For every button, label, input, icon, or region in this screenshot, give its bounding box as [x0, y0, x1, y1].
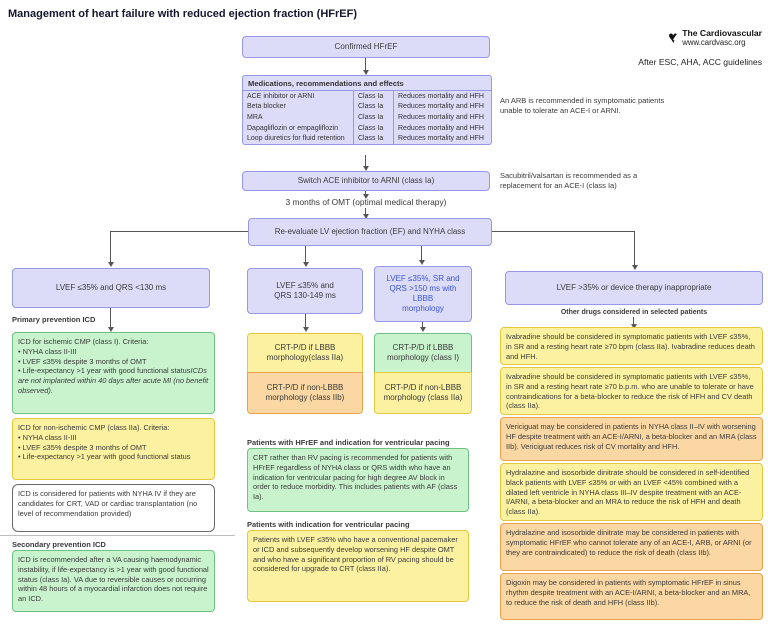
branch-lvef-gt35: LVEF >35% or device therapy inappropriat…	[505, 271, 763, 305]
drug-hydralazine-2: Hydralazine and isosorbide dinitrate may…	[500, 523, 763, 571]
brand-block: ♥ The Cardiovascular www.cardvasc.org	[668, 28, 762, 48]
arrow-to-branch1	[107, 231, 114, 267]
icd-ischemic-box: ICD for ischemic CMP (class I). Criteria…	[12, 332, 215, 414]
med-class: Class Ia	[353, 91, 393, 102]
icd-ischemic-note: ICDs are not implanted within 40 days af…	[18, 366, 209, 395]
med-effect: Reduces mortality and HFH	[393, 101, 491, 113]
med-name: Beta blocker	[247, 103, 286, 111]
sacubitril-note: Sacubitril/valsartan is recommended as a…	[500, 171, 638, 191]
arb-note: An ARB is recommended in symptomatic pat…	[500, 96, 665, 116]
drug-ivabradine-1: Ivabradine should be considered in sympt…	[500, 327, 763, 365]
page-title: Management of heart failure with reduced…	[8, 8, 357, 20]
node-reevaluate: Re-evaluate LV ejection fraction (EF) an…	[248, 218, 492, 246]
arrow-branch1-to-icd	[107, 308, 114, 332]
arrow-branch2-to-crt	[302, 314, 309, 332]
medications-table-body: ACE inhibitor or ARNI Class Ia Reduces m…	[243, 91, 491, 144]
crt-lbbb-i: CRT-P/D if LBBB morphology (class I)	[374, 333, 472, 373]
med-effect: Reduces mortality and HFH	[393, 133, 491, 144]
med-class: Class Ia	[353, 101, 393, 113]
drug-digoxin: Digoxin may be considered in patients wi…	[500, 573, 763, 620]
crt-lbbb-iia: CRT-P/D if LBBB morphology(class IIa)	[247, 333, 363, 373]
connector-right	[492, 231, 634, 232]
drug-ivabradine-2: Ivabradine should be considered in sympt…	[500, 367, 763, 415]
med-name: Loop diuretics for fluid retention	[247, 135, 345, 143]
node-confirmed-hfref: Confirmed HFrEF	[242, 36, 490, 58]
medications-table-header: Medications, recommendations and effects	[243, 76, 491, 91]
arrow-to-branch4	[631, 231, 638, 270]
branch4-text2: device therapy inappropriate	[608, 283, 712, 292]
med-name: ACE inhibitor or ARNI	[247, 92, 315, 100]
med-name: MRA	[247, 113, 263, 121]
pacing-label-2: Patients with indication for ventricular…	[247, 520, 410, 529]
brand-name: The Cardiovascular	[682, 28, 762, 38]
secondary-prevention-label: Secondary prevention ICD	[12, 540, 106, 549]
section-divider	[0, 535, 235, 536]
node-switch-arni: Switch ACE inhibitor to ARNI (class Ia)	[242, 171, 490, 191]
med-class: Class Ia	[353, 133, 393, 144]
icd-nyha4-box: ICD is considered for patients with NYHA…	[12, 484, 215, 532]
arrow-branch3-to-crt	[419, 322, 426, 332]
omt-label: 3 months of OMT (optimal medical therapy…	[285, 197, 447, 207]
med-name: Dapagliflozin or empagliflozin	[247, 124, 339, 132]
med-effect: Reduces mortality and HFH	[393, 122, 491, 134]
heart-logo-icon: ♥	[668, 28, 679, 48]
arrow-confirmed-to-meds	[362, 58, 369, 75]
brand-url: www.cardvasc.org	[682, 38, 746, 48]
connector-left	[110, 231, 248, 232]
med-effect: Reduces mortality and HFH	[393, 112, 491, 123]
med-class: Class Ia	[353, 122, 393, 134]
med-class: Class Ia	[353, 112, 393, 123]
pacing-label-1: Patients with HFrEF and indication for v…	[247, 438, 450, 447]
arrow-to-branch2	[302, 246, 309, 267]
icd-non-ischemic-box: ICD for non-ischemic CMP (class IIa). Cr…	[12, 418, 215, 480]
pacing-box-2: Patients with LVEF ≤35% who have a conve…	[247, 530, 469, 602]
icd-secondary-box: ICD is recommended after a VA causing ha…	[12, 550, 215, 612]
other-drugs-label: Other drugs considered in selected patie…	[560, 309, 708, 316]
guidelines-tagline: After ESC, AHA, ACC guidelines	[638, 57, 762, 67]
branch-qrs-130-149: LVEF ≤35% and QRS 130-149 ms	[247, 268, 363, 314]
arrow-omt-to-reevaluate	[362, 208, 369, 219]
pacing-box-1: CRT rather than RV pacing is recommended…	[247, 448, 469, 512]
crt-nonlbbb-iib: CRT-P/D if non-LBBB morphology (class II…	[247, 372, 363, 414]
crt-nonlbbb-iia: CRT-P/D if non-LBBB morphology (class II…	[374, 372, 472, 414]
medications-table: Medications, recommendations and effects…	[242, 75, 492, 145]
branch-qrs-gt150-lbbb: LVEF ≤35%, SR and QRS >150 ms with LBBB …	[374, 266, 472, 322]
branch4-text: LVEF >35%	[556, 283, 602, 292]
branch4-or: or	[601, 283, 609, 292]
branch-qrs-lt130: LVEF ≤35% and QRS <130 ms	[12, 268, 210, 308]
drug-vericiguat: Vericiguat may be considered in patients…	[500, 417, 763, 461]
arrow-to-branch3	[418, 246, 425, 265]
med-effect: Reduces mortality and HFH	[393, 91, 491, 102]
arrow-to-other-drugs	[630, 317, 637, 329]
drug-hydralazine-1: Hydralazine and isosorbide dinitrate sho…	[500, 463, 763, 521]
primary-prevention-label: Primary prevention ICD	[12, 315, 96, 324]
icd-ischemic-text: ICD for ischemic CMP (class I). Criteria…	[18, 337, 191, 376]
arrow-meds-to-switch	[362, 155, 369, 171]
arrow-switch-to-omt	[362, 191, 369, 199]
